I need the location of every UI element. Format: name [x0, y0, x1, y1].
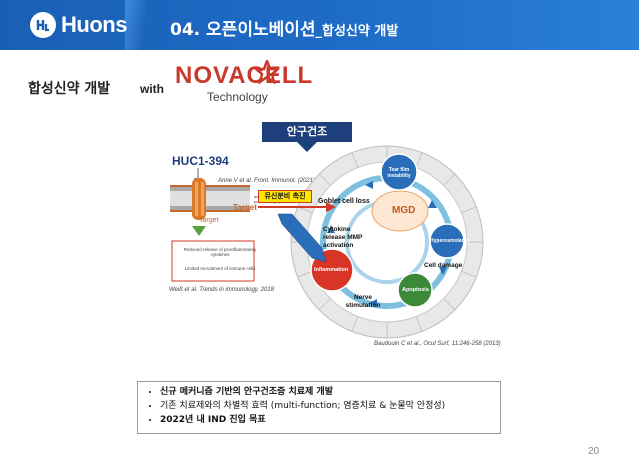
novacell-star-icon: [255, 60, 279, 84]
summary-item: 신규 메커니즘 기반의 안구건조증 치료제 개발: [160, 385, 492, 399]
cell-damage-label: Cell damage: [424, 262, 463, 269]
nerve-label: Nerve stimulation: [345, 294, 381, 309]
summary-item: 기존 치료제와의 차별적 효력 (multi-function; 염증치료 & …: [160, 399, 492, 413]
huons-logo: Huons: [30, 12, 127, 38]
section-heading: 합성신약 개발: [28, 81, 111, 97]
receptor-protein: [192, 178, 206, 220]
tear-film-label: Tear film instability: [387, 167, 411, 179]
effect-box-line2: Limited recruitment of immune cells: [184, 266, 256, 271]
page-number: 20: [588, 446, 600, 457]
header-divider: [125, 0, 145, 50]
tear-film-node: [380, 153, 418, 191]
goblet-label: Goblet cell loss: [318, 198, 370, 205]
header-bar: Huons 04. 오픈이노베이션_합성신약 개발: [0, 0, 639, 50]
novacell-logo-text: NOVACELL: [175, 62, 314, 89]
summary-box: 신규 메커니즘 기반의 안구건조증 치료제 개발 기존 치료제와의 차별적 효력…: [137, 381, 501, 434]
cycle-arrow-icon: [365, 181, 373, 189]
membrane-figure: [170, 168, 255, 282]
page-title-suffix: _합성신약 개발: [315, 24, 399, 39]
target-arrow: [258, 202, 336, 212]
hyperosmolarity-node: [429, 223, 465, 259]
dry-eye-banner: 안구건조: [262, 122, 352, 142]
cycle-arrow-icon: [369, 299, 377, 307]
cytokine-label: Cytokine release MMP activation: [323, 226, 363, 249]
page-title: 04. 오픈이노베이션_합성신약 개발: [170, 15, 398, 40]
mgd-zone: [371, 190, 429, 232]
drug-name: HUC1-394: [172, 154, 229, 168]
banner-arrow-icon: [297, 142, 317, 152]
right-citation: Baudouin C et al., Ocul Surf, 11:246-258…: [374, 341, 501, 347]
inflammation-label: Inflammation: [314, 267, 349, 273]
effect-box: [171, 240, 255, 282]
left-citation: Weiß et al. Trends in immunology, 2018: [169, 287, 275, 293]
mucin-label: 뮤신분비 촉진: [258, 190, 312, 203]
cycle-arrow-icon: [428, 200, 437, 208]
cycle-arrow-icon: [327, 225, 335, 233]
novacell-logo: NOVACELL Technology: [175, 60, 314, 104]
summary-list: 신규 메커니즘 기반의 안구건조증 치료제 개발 기존 치료제와의 차별적 효력…: [146, 385, 492, 427]
novacell-tagline: Technology: [207, 90, 268, 104]
lipid-bilayer: [170, 185, 250, 212]
huons-logo-text: Huons: [61, 12, 127, 37]
vicious-circle-diagram: [290, 145, 484, 339]
huons-logo-icon: [30, 12, 56, 38]
effect-box-line1: Reduced release of proinflammatory cytok…: [183, 247, 257, 257]
page-title-main: 04. 오픈이노베이션: [170, 20, 316, 40]
right-target-label: Target: [233, 203, 257, 212]
green-arrow-icon: [192, 226, 206, 236]
hyperosmolarity-label: Hyperosmolarity: [430, 238, 470, 244]
apoptosis-node: [397, 272, 433, 308]
with-label: with: [140, 82, 164, 96]
left-target-label: Target: [199, 217, 219, 224]
mgd-label: MGD: [392, 205, 416, 216]
cycle-arrow-icon: [439, 267, 447, 275]
anti-inflammation-arrow: [277, 213, 327, 263]
summary-item: 2022년 내 IND 진입 목표: [160, 413, 492, 427]
arrow-head-icon: [326, 202, 336, 212]
apoptosis-label: Apoptosis: [402, 287, 429, 293]
top-citation: Anne V et al. Front. Immunol. (2021): [218, 178, 316, 184]
outer-ring-segments: [291, 146, 483, 338]
